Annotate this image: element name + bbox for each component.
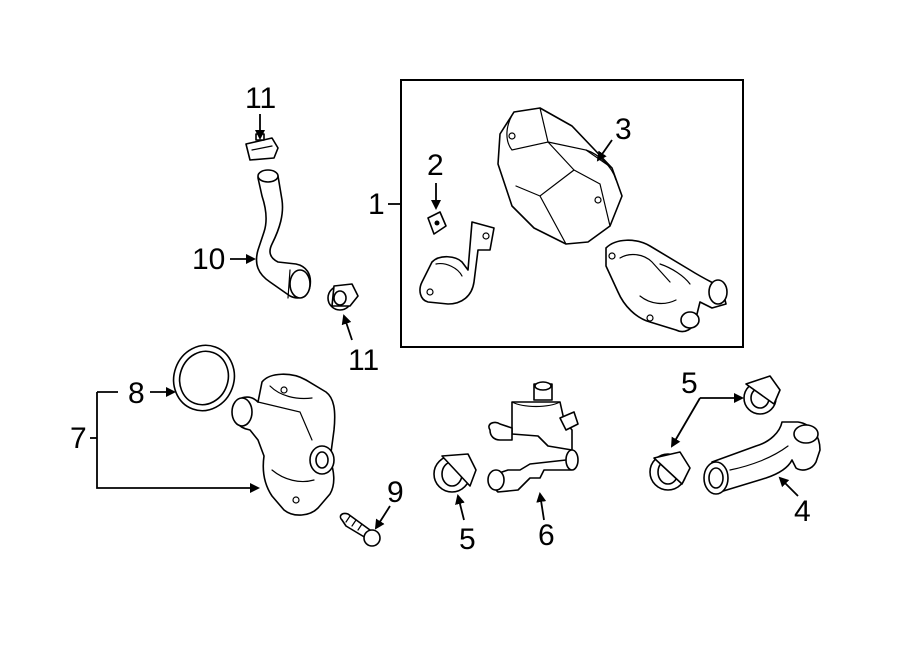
hose-clamp-right-bottom	[649, 451, 691, 491]
label-4: 4	[794, 495, 811, 528]
control-valve	[487, 381, 579, 493]
hose-clip-right	[327, 283, 359, 311]
label-10: 10	[192, 243, 225, 276]
hose-clamp-center	[433, 453, 477, 493]
bracket-pad	[427, 211, 447, 235]
label-9: 9	[387, 476, 404, 509]
label-1: 1	[368, 188, 385, 221]
label-5-right: 5	[681, 367, 698, 400]
leader-5-right-b	[670, 397, 701, 448]
leader-3	[596, 139, 613, 162]
label-5-center: 5	[459, 523, 476, 556]
leader-7-bracket	[96, 392, 260, 493]
outlet-hose	[703, 421, 821, 495]
hose-clip-top	[245, 133, 279, 161]
thermostat-housing	[231, 373, 336, 516]
leader-4	[778, 476, 799, 497]
label-7: 7	[70, 422, 87, 455]
bypass-hose	[255, 169, 312, 299]
insulator-sleeve	[497, 107, 623, 245]
auxiliary-water-pump	[605, 239, 728, 333]
leader-5-center	[455, 494, 465, 521]
label-11-bottom: 11	[348, 344, 379, 377]
leader-9	[374, 505, 391, 530]
hose-clamp-right-top	[743, 375, 781, 415]
label-3: 3	[615, 113, 632, 146]
bolt	[339, 512, 381, 547]
bracket	[419, 221, 495, 305]
pump-assembly-box	[400, 79, 744, 348]
label-11-top: 11	[245, 82, 276, 115]
leader-11-bottom	[341, 314, 353, 341]
label-8: 8	[128, 377, 145, 410]
label-2: 2	[427, 149, 444, 182]
label-6: 6	[538, 519, 555, 552]
gasket	[172, 344, 236, 412]
leader-6	[536, 492, 547, 521]
